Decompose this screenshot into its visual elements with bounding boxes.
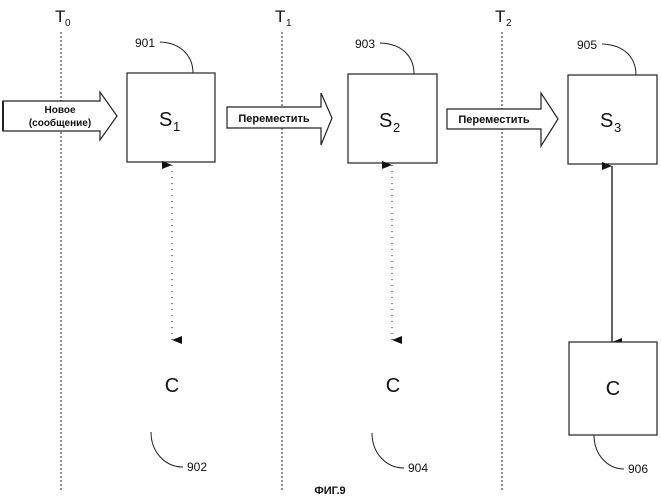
svg-text:C: C <box>386 375 400 397</box>
svg-text:2: 2 <box>506 18 512 29</box>
svg-text:S: S <box>159 109 172 131</box>
svg-text:3: 3 <box>614 120 621 135</box>
svg-text:1: 1 <box>286 18 292 29</box>
svg-text:2: 2 <box>393 120 400 135</box>
server-box-s3: S 3 905 <box>568 38 657 164</box>
svg-text:T: T <box>495 7 505 26</box>
figure-caption: ФИГ.9 <box>314 485 345 497</box>
ref-903: 903 <box>355 37 375 51</box>
server-box-s1: S 1 901 <box>127 36 215 162</box>
svg-text:Новое: Новое <box>44 105 75 116</box>
svg-text:S: S <box>379 110 392 132</box>
ref-901: 901 <box>135 36 155 50</box>
svg-text:0: 0 <box>65 18 71 29</box>
ref-904: 904 <box>408 461 428 475</box>
svg-text:(сообщение): (сообщение) <box>29 117 91 129</box>
svg-text:Переместить: Переместить <box>238 113 309 125</box>
ref-905: 905 <box>577 38 597 52</box>
svg-text:Переместить: Переместить <box>458 114 529 126</box>
client-902: C 902 <box>151 375 207 474</box>
client-904: C 904 <box>372 375 428 475</box>
move-arrow-1: Переместить <box>227 93 332 145</box>
svg-text:1: 1 <box>173 119 180 134</box>
t0-label: T <box>55 7 65 26</box>
client-box-906: C 906 <box>569 342 657 476</box>
time-line-t2: T 2 <box>495 7 512 490</box>
svg-text:S: S <box>600 110 613 132</box>
ref-906: 906 <box>628 462 648 476</box>
time-line-t1: T 1 <box>275 7 292 490</box>
server-box-s2: S 2 903 <box>348 37 437 163</box>
svg-text:C: C <box>606 378 620 400</box>
time-line-t0: T 0 <box>55 7 71 490</box>
ref-902: 902 <box>187 460 207 474</box>
svg-text:T: T <box>275 7 285 26</box>
svg-text:C: C <box>165 375 179 397</box>
new-message-arrow: Новое (сообщение) <box>3 92 117 140</box>
